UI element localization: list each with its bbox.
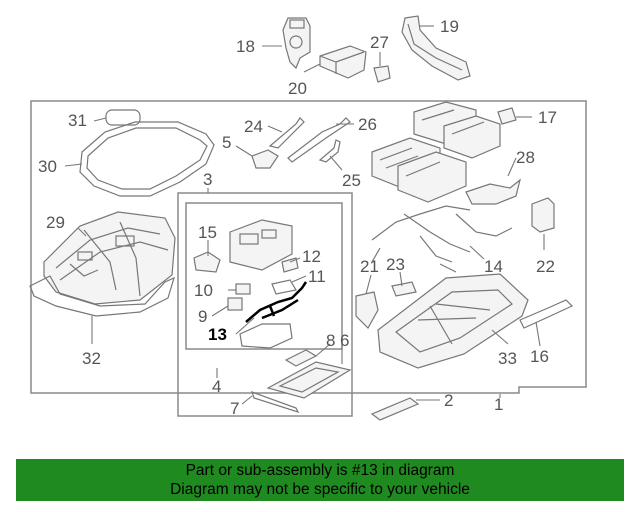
callout-24: 24: [244, 117, 263, 136]
part-33-tray: [377, 273, 529, 369]
callout-12: 12: [302, 247, 321, 266]
parts-diagram: 18 19 20 27 31 30 24 5 26 25 17 28 3 29 …: [29, 15, 587, 421]
part-20: [319, 45, 367, 79]
part-13-harness: [245, 281, 308, 323]
part-5: [251, 149, 279, 169]
callout-14: 14: [484, 257, 503, 276]
callout-10: 10: [194, 281, 213, 300]
part-22: [531, 197, 555, 233]
callout-22: 22: [536, 257, 555, 276]
part-25: [318, 139, 341, 163]
main-assembly-outline: [30, 100, 587, 394]
part-28: [465, 178, 522, 205]
part-12-module: [229, 219, 293, 271]
callout-18: 18: [236, 37, 255, 56]
part-9: [227, 297, 243, 311]
callout-6: 6: [340, 331, 349, 350]
callout-1: 1: [494, 395, 503, 414]
part-11: [271, 279, 297, 295]
callout-16: 16: [530, 347, 549, 366]
callout-26: 26: [358, 115, 377, 134]
callout-7: 7: [230, 399, 239, 418]
part-2: [370, 397, 420, 421]
callout-2: 2: [444, 391, 453, 410]
callout-5: 5: [222, 133, 231, 152]
sub-assembly-box: [177, 192, 353, 417]
part-29-cover: [43, 211, 176, 305]
callout-32: 32: [82, 349, 101, 368]
part-21: [355, 291, 379, 329]
callout-13: 13: [208, 325, 227, 344]
callout-25: 25: [342, 171, 361, 190]
part-27: [373, 65, 391, 83]
banner-line-2: Diagram may not be specific to your vehi…: [170, 481, 470, 498]
part-16: [519, 299, 574, 329]
callout-11: 11: [308, 267, 326, 286]
part-17: [497, 107, 517, 125]
callout-8: 8: [326, 331, 335, 350]
part-32-seal: [29, 275, 175, 317]
part-19: [401, 15, 471, 81]
part-31: [105, 109, 141, 126]
callout-15: 15: [198, 223, 217, 242]
part-24: [268, 117, 305, 149]
part-23: [391, 281, 417, 297]
banner-line-1: Part or sub-assembly is #13 in diagram: [185, 462, 455, 479]
callout-17: 17: [538, 108, 557, 127]
part-7: [251, 391, 300, 414]
part-8: [284, 349, 318, 367]
part-13-plate: [239, 323, 293, 349]
battery-modules: [371, 101, 501, 203]
callout-29: 29: [46, 213, 65, 232]
callout-21: 21: [360, 257, 379, 276]
part-12-clip: [281, 257, 299, 273]
callout-31: 31: [68, 111, 87, 130]
callout-27: 27: [370, 33, 389, 52]
callout-23: 23: [386, 255, 405, 274]
part-15: [193, 251, 221, 273]
callout-20: 20: [288, 79, 307, 98]
callout-19: 19: [440, 17, 459, 36]
callout-28: 28: [516, 148, 535, 167]
callout-3: 3: [203, 170, 212, 189]
callout-33: 33: [498, 349, 517, 368]
part-18: [282, 17, 311, 70]
callout-9: 9: [198, 307, 207, 326]
part-14-harness: [371, 205, 513, 273]
part-26: [287, 117, 351, 163]
inner-assembly-box: [185, 202, 343, 350]
part-10: [235, 283, 251, 295]
part-30-gasket: [79, 121, 215, 197]
info-banner: Part or sub-assembly is #13 in diagram D…: [16, 459, 624, 501]
leader-lines: [64, 25, 545, 405]
callout-4: 4: [212, 377, 221, 396]
callout-30: 30: [38, 157, 57, 176]
